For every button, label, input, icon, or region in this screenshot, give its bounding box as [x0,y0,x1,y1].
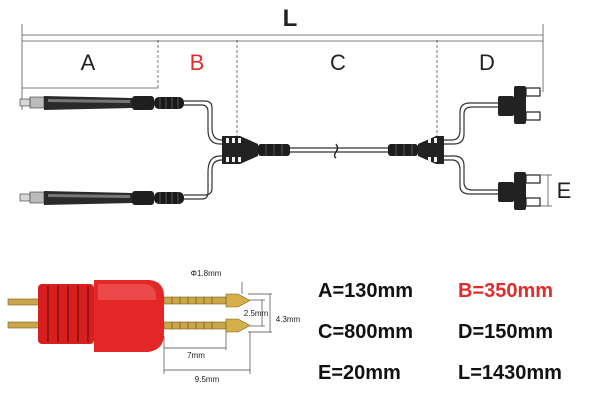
plug-top [498,86,541,124]
segment-label-b: B [190,50,205,75]
pin-diameter-label: Φ1.8mm [191,269,222,278]
short-length-label: 7mm [187,351,205,360]
spec-c: C=800mm [318,321,414,343]
cable-break-mark [333,143,339,159]
pin-span-label: 4.3mm [276,315,301,324]
strain-relief-bottom [154,192,184,204]
spec-e: E=20mm [318,362,401,384]
splitter-left [222,136,290,164]
e-label: E [557,178,572,203]
detail-dimension-lines [163,282,272,374]
spec-l: L=1430mm [458,362,562,384]
segment-label-d: D [479,50,495,75]
probe-bottom [19,191,154,205]
splitter-right [388,136,444,164]
pin-gap-label: 2.5mm [244,309,269,318]
spec-b: B=350mm [458,280,554,302]
plug-bottom [498,172,541,210]
long-length-label: 9.5mm [195,375,220,384]
total-length-label: L [283,5,298,32]
segment-label-c: C [330,50,346,75]
e-dimension [540,174,552,207]
plug-detail [7,280,251,352]
probe-top [19,96,154,110]
spec-a: A=130mm [318,280,414,302]
cables [184,100,500,200]
spec-d: D=150mm [458,321,554,343]
segment-label-a: A [81,50,96,75]
dimension-lines [21,24,544,145]
strain-relief-top [154,97,184,109]
